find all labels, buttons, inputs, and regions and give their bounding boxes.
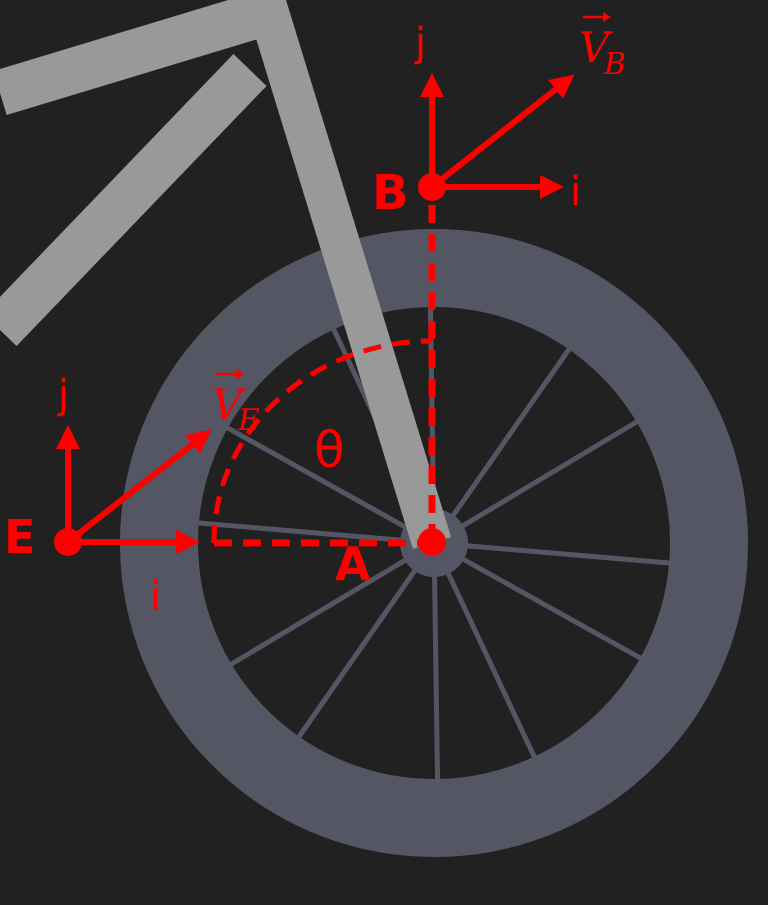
label-velocity-e-subscript: E <box>237 403 260 438</box>
vb-overarrow-head <box>603 12 611 22</box>
wheel-spoke <box>451 417 642 534</box>
point-e-frame <box>56 425 212 554</box>
wheel-spoke <box>194 520 413 544</box>
ve-overarrow-head <box>236 369 244 379</box>
label-axis-j-b: j <box>414 20 426 66</box>
bike-frame <box>0 0 267 346</box>
label-velocity-b: V <box>579 23 613 72</box>
label-point-a: A <box>335 537 371 591</box>
label-velocity-e: V <box>212 380 246 429</box>
label-point-b: B <box>372 165 409 221</box>
point-b-dot <box>418 173 446 201</box>
frame-down-tube <box>0 54 267 346</box>
point-e-dot <box>54 528 82 556</box>
label-angle-theta: θ <box>314 421 345 479</box>
front-fork <box>244 0 452 549</box>
b-velocity-arrow <box>430 74 575 190</box>
wheel-spoke <box>451 551 645 663</box>
e-velocity-arrow <box>66 429 212 545</box>
wheel-spoke <box>226 552 417 669</box>
label-axis-i-e: i <box>150 574 161 620</box>
wheel-spoke <box>431 564 441 784</box>
point-a-dot <box>418 528 446 556</box>
wheel-spoke <box>444 344 574 527</box>
label-axis-j-e: j <box>57 372 69 418</box>
wheel-spoke <box>455 542 674 566</box>
dashed-guides <box>211 205 436 547</box>
point-b-frame <box>420 73 575 199</box>
wheel-spoke <box>294 559 424 742</box>
wheel-spoke <box>441 561 539 762</box>
wheel-spoke <box>223 423 417 535</box>
angle-arc <box>211 338 433 544</box>
frame-top-tube <box>0 0 265 116</box>
label-axis-i-b: i <box>570 169 581 215</box>
label-point-e: E <box>4 510 35 564</box>
label-velocity-b-subscript: B <box>603 47 626 82</box>
